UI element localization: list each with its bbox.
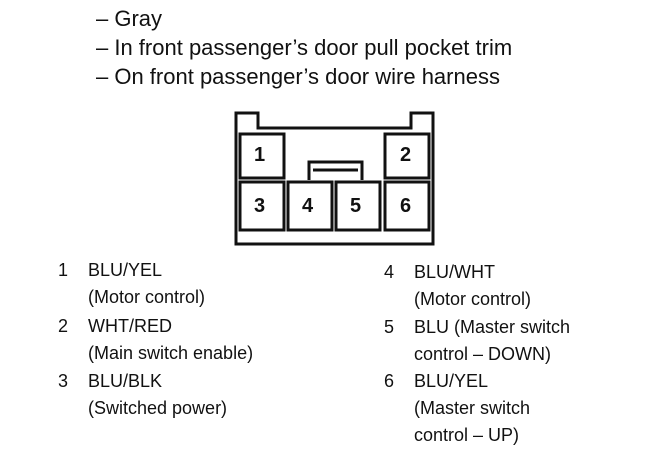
legend-desc: (Master switch (414, 398, 531, 418)
legend-desc: (Switched power) (88, 398, 228, 418)
cavity-2-outline (383, 132, 431, 180)
cavity-label-6: 6 (400, 195, 412, 217)
legend-desc: (Main switch enable) (88, 343, 254, 363)
locking-tab (307, 160, 364, 180)
legend-num: 4 (384, 262, 395, 282)
cavity-label-1: 1 (254, 144, 266, 166)
header-line-location-trim: – In front passenger’s door pull pocket … (96, 35, 513, 60)
legend-num: 1 (58, 260, 69, 280)
cavity-3-outline (238, 180, 286, 232)
legend-wire: BLU/BLK (88, 371, 163, 391)
legend-num: 6 (384, 371, 395, 391)
cavity-6-outline (383, 180, 431, 232)
cavity-1-outline (238, 132, 286, 180)
legend-desc-cont: control – UP) (414, 425, 520, 445)
legend-num: 2 (58, 316, 69, 336)
cavity-label-5: 5 (350, 195, 362, 217)
header-line-gray: – Gray (96, 6, 163, 31)
cavity-label-4: 4 (302, 195, 314, 217)
cavity-label-2: 2 (400, 144, 412, 166)
legend-wire: BLU/WHT (414, 262, 495, 282)
legend-desc: (Motor control) (88, 287, 206, 307)
cavity-4-outline (286, 180, 334, 232)
legend-desc: (Motor control) (414, 289, 532, 309)
legend-wire: WHT/RED (88, 316, 172, 336)
legend-num: 5 (384, 317, 395, 337)
legend-wire: BLU (Master switch (414, 317, 571, 337)
header-line-location-harness: – On front passenger’s door wire harness (96, 64, 500, 89)
legend-desc: control – DOWN) (414, 344, 552, 364)
legend-wire: BLU/YEL (88, 260, 163, 280)
cavity-label-3: 3 (254, 195, 266, 217)
legend-wire: BLU/YEL (414, 371, 489, 391)
cavity-5-outline (334, 180, 382, 232)
connector-housing (234, 111, 435, 246)
legend-num: 3 (58, 371, 69, 391)
